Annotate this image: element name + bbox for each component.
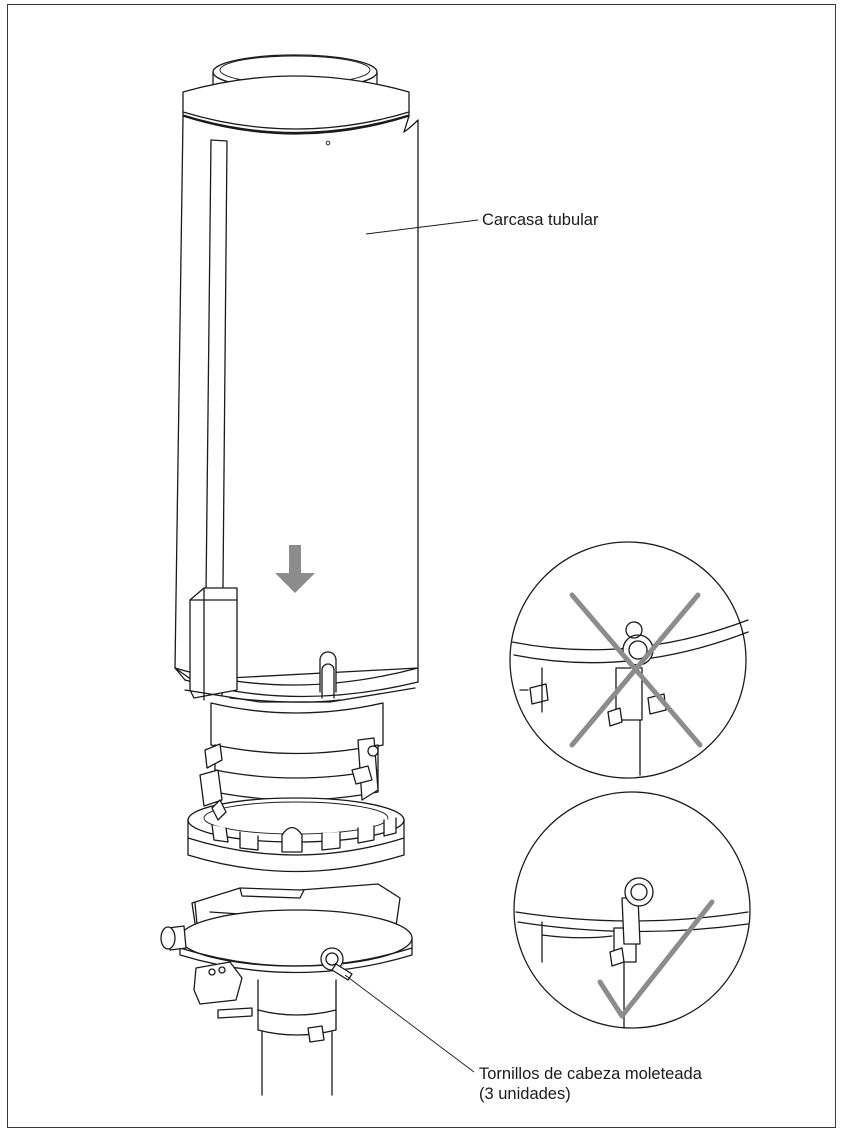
figure-frame xyxy=(7,4,836,1128)
screws-label: Tornillos de cabeza moleteada (3 unidade… xyxy=(479,1064,702,1104)
cross-mark-icon xyxy=(569,592,703,748)
screws-label-line1: Tornillos de cabeza moleteada xyxy=(479,1065,702,1083)
correct-detail-view xyxy=(513,791,751,1029)
housing-base xyxy=(187,702,405,873)
check-mark-icon xyxy=(597,899,715,1019)
tubular-casing xyxy=(174,54,419,703)
down-arrow-icon xyxy=(275,545,315,593)
casing-leader-line xyxy=(365,219,479,235)
screws-label-line2: (3 unidades) xyxy=(479,1085,571,1103)
screws-leader-line xyxy=(344,974,475,1073)
casing-label: Carcasa tubular xyxy=(482,211,599,229)
mounting-plate xyxy=(160,883,413,1096)
